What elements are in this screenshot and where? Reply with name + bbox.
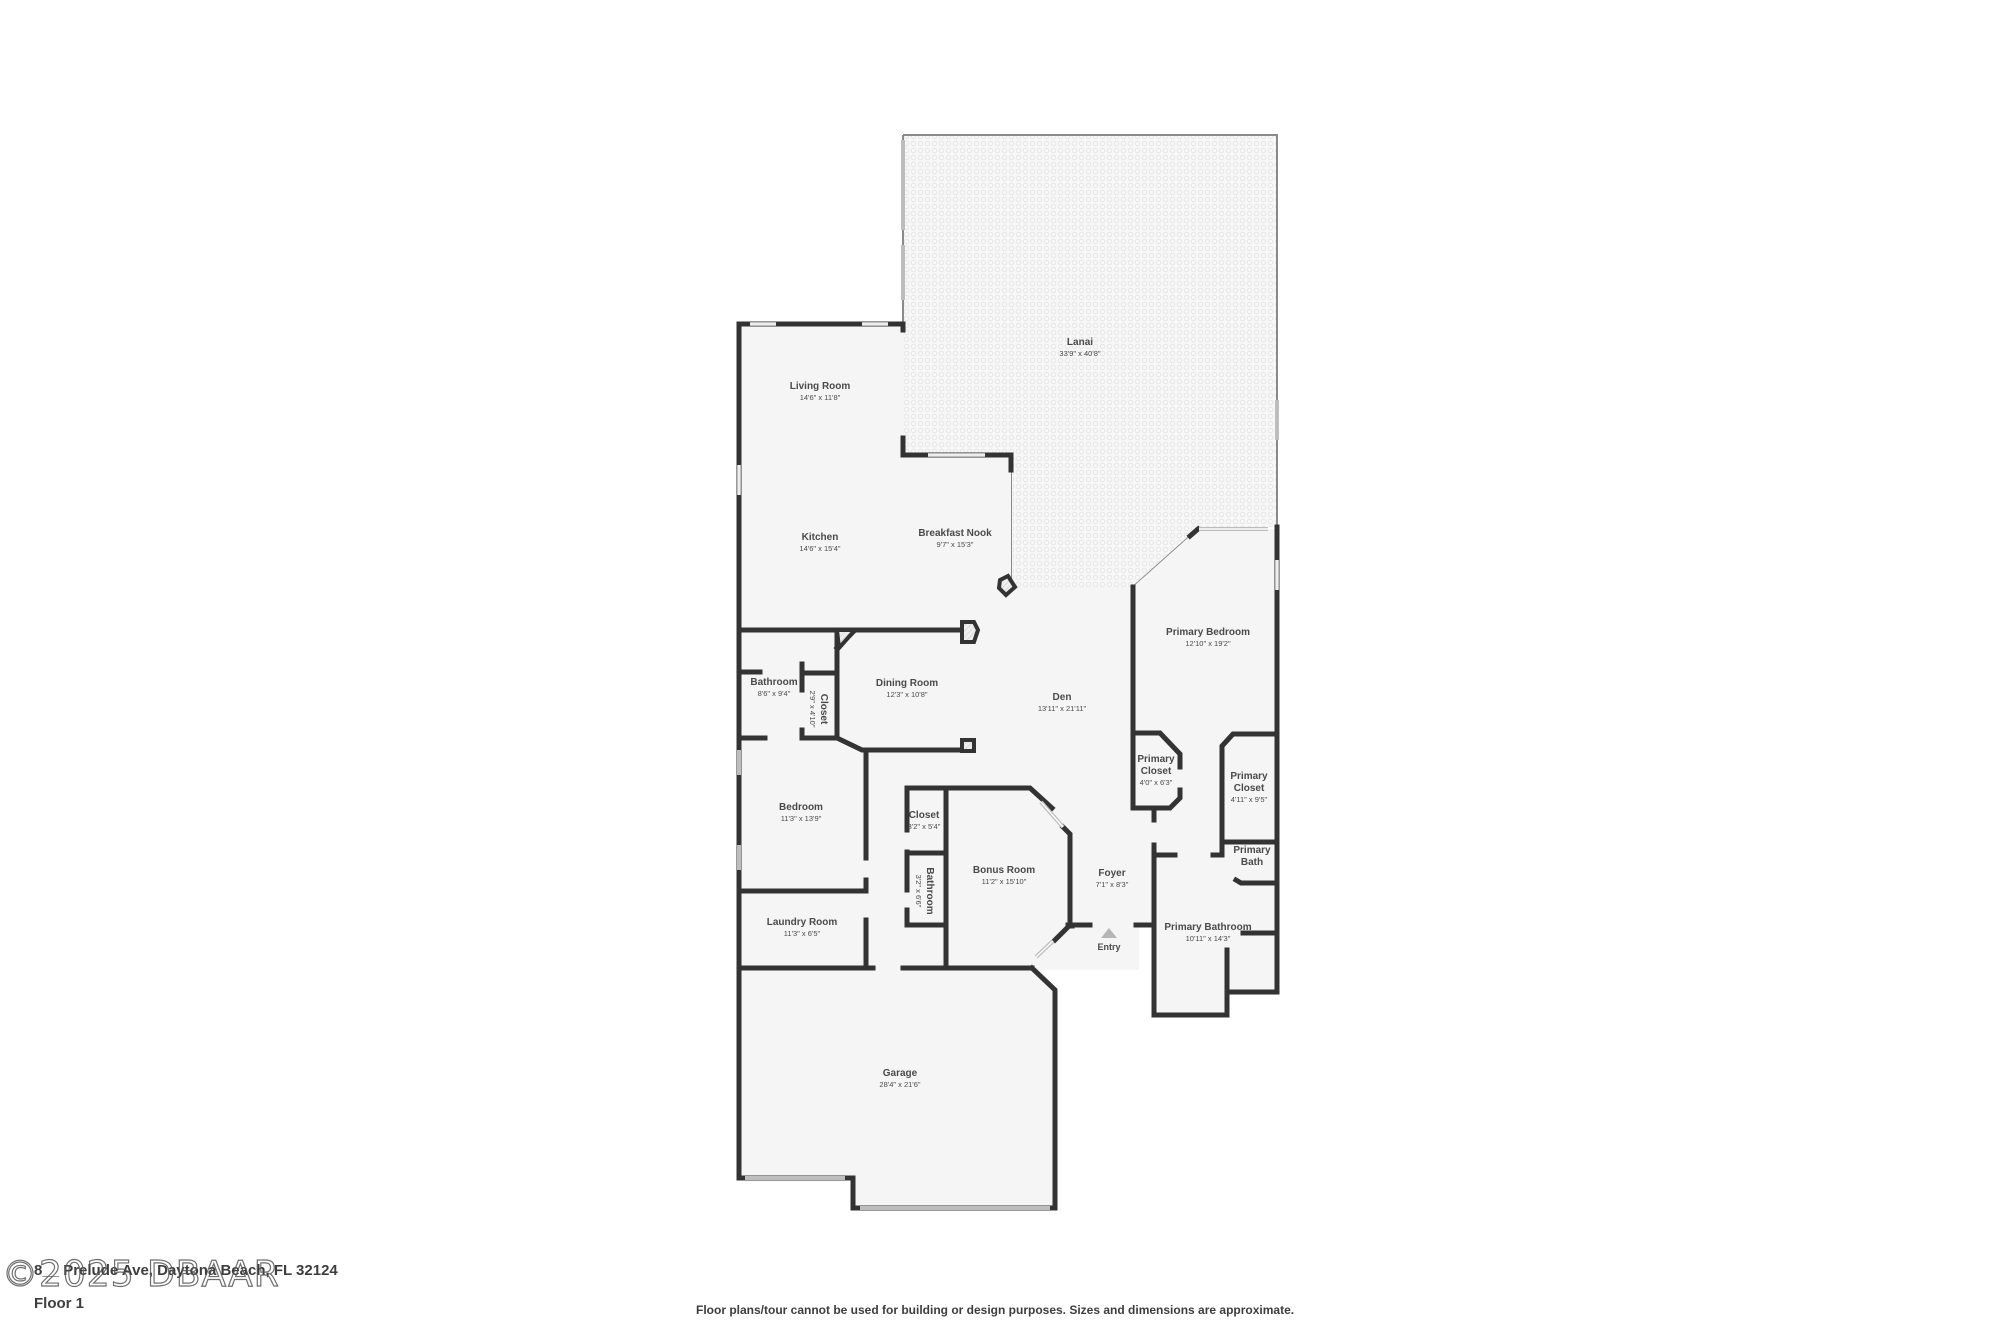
room-dimensions: 2'9" x 4'10" (808, 690, 817, 728)
room-bathroom: Bathroom 8'6" x 9'4" (750, 677, 797, 699)
room-dimensions: 13'11" x 21'11" (1037, 704, 1087, 713)
windows (737, 140, 1279, 1210)
room-dimensions: 28'4" x 21'6" (879, 1080, 921, 1089)
room-dimensions: 8'6" x 9'4" (757, 689, 791, 698)
room-bedroom: Bedroom 11'3" x 13'9" (779, 802, 823, 824)
walls (736, 321, 1280, 1211)
room-name: Primary Bath (1233, 845, 1271, 868)
room-foyer: Foyer 7'1" x 8'3" (1096, 868, 1129, 890)
room-dimensions: 11'3" x 6'5" (783, 929, 821, 938)
room-name: Dining Room (875, 678, 939, 689)
room-name: Primary Bathroom (1164, 922, 1252, 933)
room-name: Living Room (789, 381, 851, 392)
room-dimensions: 14'6" x 15'4" (799, 544, 841, 553)
room-name: Primary Bedroom (1166, 627, 1250, 638)
room-primary-closet: Primary Closet 4'0" x 6'3" (1136, 754, 1176, 788)
copyright-watermark: ©2025 DBAAR (1, 1253, 280, 1295)
room-primary-closet: Primary Closet 4'11" x 9'5" (1229, 771, 1269, 805)
room-name: Laundry Room (766, 917, 838, 928)
room-name: Primary Closet (1137, 754, 1175, 777)
room-name: Closet (818, 693, 829, 725)
room-primary-bathroom: Primary Bathroom 10'11" x 14'3" (1164, 922, 1251, 944)
room-dimensions: 11'3" x 13'9" (780, 814, 822, 823)
room-name: Den (1052, 692, 1072, 703)
room-dimensions: 10'11" x 14'3" (1185, 934, 1231, 943)
room-dimensions: 12'10" x 19'2" (1185, 639, 1231, 648)
room-dimensions: 33'9" x 40'8" (1059, 349, 1101, 358)
room-name: Lanai (1066, 337, 1094, 348)
room-kitchen: Kitchen 14'6" x 15'4" (799, 532, 840, 554)
room-bathroom: Bathroom 3'2" x 6'6" (913, 867, 935, 914)
entry-arrow-icon (1101, 928, 1117, 938)
room-den: Den 13'11" x 21'11" (1038, 692, 1086, 714)
room-breakfast-nook: Breakfast Nook 9'7" x 15'3" (918, 528, 991, 550)
room-dimensions: 7'1" x 8'3" (1095, 880, 1129, 889)
entry-label: Entry (1097, 942, 1121, 952)
room-name: Bonus Room (972, 865, 1036, 876)
room-name: Kitchen (801, 532, 839, 543)
room-dimensions: 14'6" x 11'8" (799, 393, 841, 402)
room-dimensions: 12'3" x 10'8" (886, 690, 928, 699)
room-bonus-room: Bonus Room 11'2" x 15'10" (973, 865, 1035, 887)
room-primary-bath: Primary Bath (1232, 845, 1272, 869)
room-name: Foyer (1098, 868, 1126, 879)
room-name: Primary Closet (1230, 771, 1268, 794)
room-name: Bedroom (779, 802, 823, 813)
room-dining-room: Dining Room 12'3" x 10'8" (876, 678, 938, 700)
interior-fill (739, 324, 1278, 1208)
floor-label: Floor 1 (34, 1295, 85, 1312)
room-primary-bedroom: Primary Bedroom 12'10" x 19'2" (1166, 627, 1250, 649)
room-lanai: Lanai 33'9" x 40'8" (1059, 337, 1100, 359)
room-garage: Garage 28'4" x 21'6" (879, 1068, 920, 1090)
room-name: Breakfast Nook (918, 528, 992, 539)
room-closet: Closet 2'9" x 4'10" (807, 691, 829, 728)
room-dimensions: 4'0" x 6'3" (1139, 778, 1173, 787)
room-name: Bathroom (750, 677, 798, 688)
room-dimensions: 3'2" x 6'6" (914, 874, 923, 908)
room-name: Garage (882, 1068, 918, 1079)
room-dimensions: 11'2" x 15'10" (981, 877, 1027, 886)
room-dimensions: 4'11" x 9'5" (1230, 795, 1268, 804)
property-address: 8__ Prelude Ave, Daytona Beach, FL 32124 (34, 1262, 338, 1279)
room-dimensions: 3'2" x 5'4" (907, 822, 941, 831)
room-name: Closet (908, 810, 940, 821)
room-dimensions: 9'7" x 15'3" (936, 540, 974, 549)
disclaimer-text: Floor plans/tour cannot be used for buil… (696, 1303, 1295, 1317)
room-living-room: Living Room 14'6" x 11'8" (790, 381, 851, 403)
room-closet: Closet 3'2" x 5'4" (908, 810, 941, 832)
room-laundry-room: Laundry Room 11'3" x 6'5" (767, 917, 838, 939)
room-name: Bathroom (924, 867, 935, 915)
